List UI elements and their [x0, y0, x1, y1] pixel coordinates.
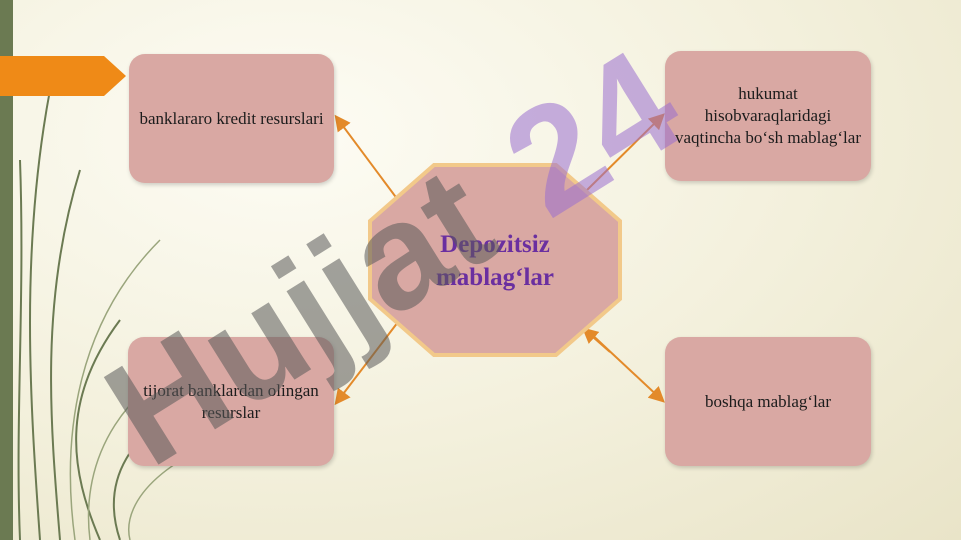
box-commercial-bank-resources-label: tijorat banklardan olingan resurslar [143, 380, 319, 422]
arrow-to-top-left [334, 114, 399, 201]
box-government-accounts: hukumat hisobvaraqlaridagi vaqtincha bo‘… [665, 51, 871, 181]
box-interbank-credit: banklararo kredit resurslari [129, 54, 334, 183]
arrow-to-bottom-left [334, 321, 399, 406]
arrowhead-center-bottom-right [581, 327, 611, 353]
box-other-funds: boshqa mablag‘lar [665, 337, 871, 466]
box-commercial-bank-resources: tijorat banklardan olingan resurslar [128, 337, 334, 466]
center-title-line1: Depozitsiz [440, 231, 550, 258]
box-government-accounts-label: hukumat hisobvaraqlaridagi vaqtincha bo‘… [675, 84, 861, 147]
box-other-funds-label: boshqa mablag‘lar [704, 391, 832, 411]
box-interbank-credit-label: banklararo kredit resurslari [139, 108, 324, 128]
center-title-line2: mablag‘lar [435, 264, 555, 291]
arrow-to-top-right [584, 113, 665, 193]
left-accent-bar [0, 0, 13, 540]
center-title: Depozitsiz mablag‘lar [378, 228, 612, 294]
orange-tab-arrow [0, 56, 126, 96]
center-octagon [368, 163, 622, 357]
